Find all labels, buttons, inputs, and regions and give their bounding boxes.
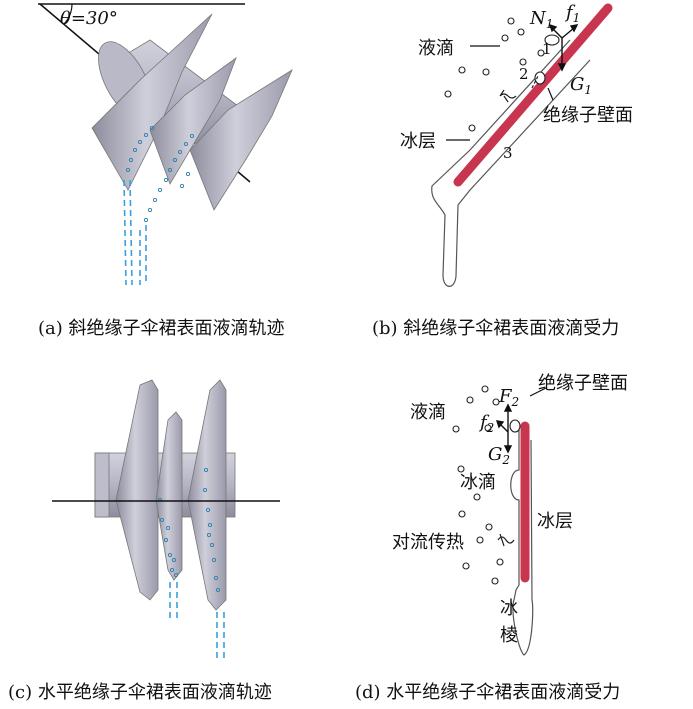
- horizontal-insulator: [94, 379, 236, 611]
- panel-c: (c) 水平绝缘子伞裙表面液滴轨迹: [8, 379, 280, 703]
- droplets-d: [452, 385, 504, 585]
- convection-squiggle-b: [499, 89, 517, 103]
- force-G1-label: G1: [570, 74, 592, 97]
- stage-2-label: 2: [519, 65, 529, 83]
- icicle-label-2: 棱: [500, 625, 518, 646]
- stage-3-label: 3: [503, 144, 513, 162]
- panel-a: θ=30°: [38, 3, 293, 339]
- insulator-wall-b: [453, 3, 613, 187]
- ice-layer-label-d: 冰层: [537, 511, 573, 532]
- force-G2-label: G2: [488, 444, 510, 467]
- ice-layer-label-b: 冰层: [400, 131, 436, 152]
- ice-drop-label-d: 冰滴: [460, 472, 496, 493]
- caption-c: (c) 水平绝缘子伞裙表面液滴轨迹: [8, 682, 272, 703]
- force-f1-label: f1: [564, 2, 580, 25]
- droplet-label-b: 液滴: [418, 38, 454, 59]
- angle-arc: [63, 3, 73, 25]
- wall-droplet-1: [544, 34, 560, 46]
- caption-b: (b) 斜绝缘子伞裙表面液滴受力: [372, 318, 619, 339]
- stage-1-label: 1: [542, 40, 552, 58]
- droplet-trajectories-a: [123, 179, 147, 286]
- force-arrows-b: [548, 23, 579, 72]
- droplets-b: [444, 17, 545, 132]
- wall-droplet-2: [534, 71, 546, 85]
- droplet-trajectories-c: [169, 582, 225, 660]
- wall-label-b: 绝缘子壁面: [543, 105, 633, 126]
- convection-squiggle-d: [497, 533, 515, 547]
- force-N1-label: N1: [529, 8, 553, 31]
- panel-b: 液滴 冰层 绝缘子壁面 N1 f1 G1 1 2 3 (b) 斜绝缘子伞裙表面液…: [372, 2, 633, 339]
- droplet-label-d: 液滴: [410, 402, 446, 423]
- icicle-label-1: 冰: [500, 598, 518, 619]
- force-arrows-d: [495, 403, 513, 454]
- force-f2-label: f2: [478, 412, 494, 435]
- inclined-insulator: [91, 13, 293, 223]
- angle-label: θ=30°: [60, 8, 118, 29]
- panel-d: 绝缘子壁面 液滴 冰滴 冰层 对流传热 冰 棱 F2 f2 G2 (d) 水平绝…: [355, 373, 628, 703]
- caption-d: (d) 水平绝缘子伞裙表面液滴受力: [355, 682, 620, 703]
- ice-layer-outline-b: [431, 39, 591, 287]
- force-F2-label: F2: [498, 386, 519, 409]
- caption-a: (a) 斜绝缘子伞裙表面液滴轨迹: [38, 318, 285, 339]
- convection-label-d: 对流传热: [392, 532, 464, 553]
- wall-label-d: 绝缘子壁面: [538, 373, 628, 394]
